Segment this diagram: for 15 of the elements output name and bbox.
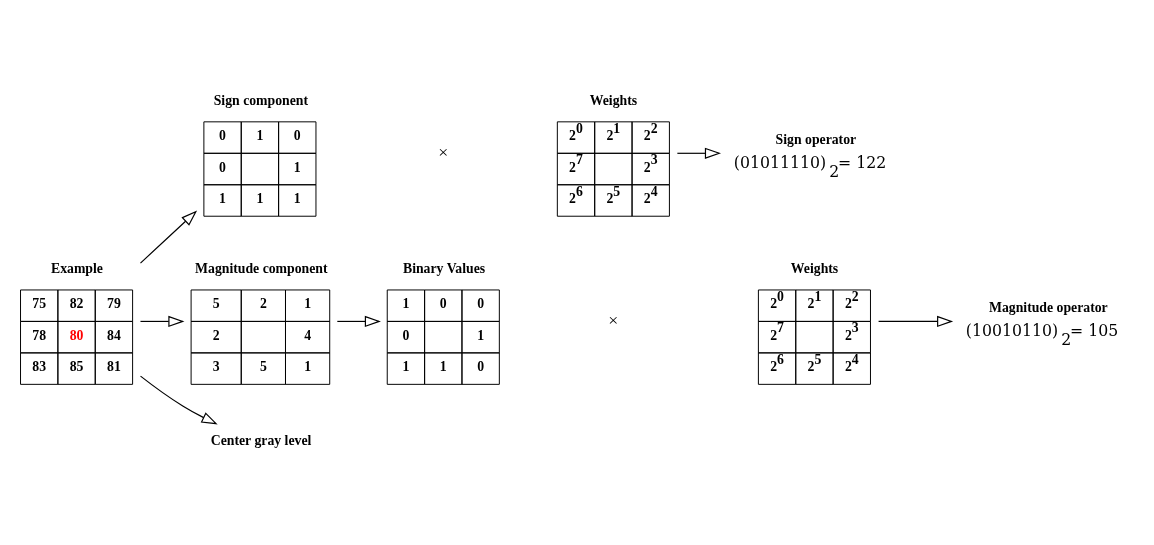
arrow <box>878 315 954 327</box>
node-label: Magnitude component <box>195 260 328 276</box>
arrow <box>139 375 218 424</box>
arrow <box>139 210 198 264</box>
node-label: Example <box>51 260 103 276</box>
node-label: Weights <box>589 92 638 108</box>
arrow <box>676 147 721 159</box>
arrow <box>139 315 185 327</box>
node-label: Binary Values <box>402 260 486 276</box>
label: × <box>438 141 449 162</box>
node-label: Weights <box>790 260 839 276</box>
node-text: Center gray level <box>210 432 312 448</box>
node-label: Sign component <box>213 92 309 108</box>
label: × <box>608 309 619 330</box>
arrow <box>336 315 381 327</box>
